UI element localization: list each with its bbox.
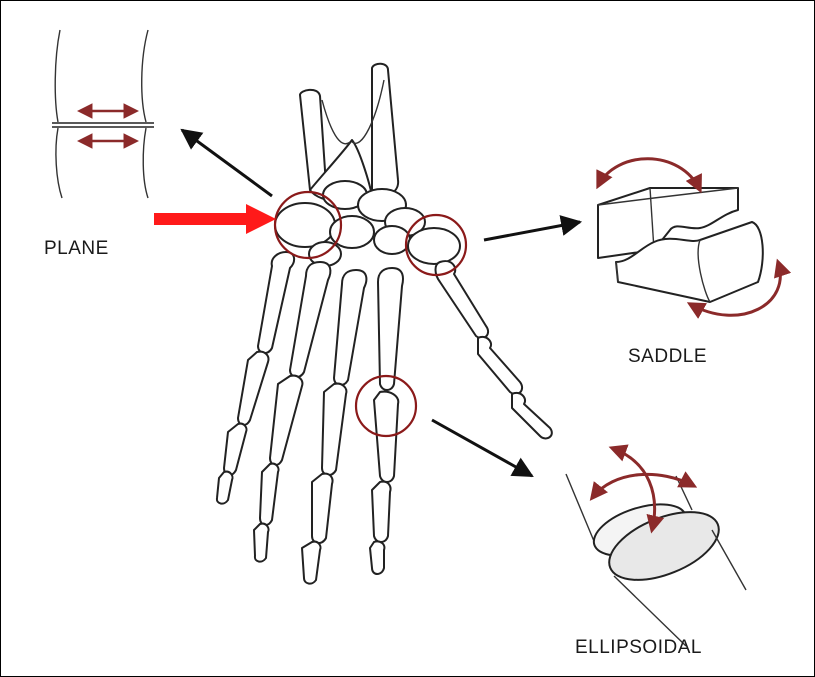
plane-joint-illustration bbox=[52, 30, 154, 198]
ellipsoidal-motion-arrow-arc bbox=[592, 474, 694, 498]
red-indicator-arrow bbox=[154, 204, 276, 234]
saddle-label: SADDLE bbox=[628, 346, 707, 368]
plane-pointer-arrow bbox=[182, 130, 272, 196]
saddle-motion-arrow-top bbox=[598, 159, 700, 190]
ellipsoidal-joint-illustration bbox=[566, 448, 746, 646]
saddle-pointer-arrow bbox=[484, 222, 580, 240]
ellipsoidal-pointer-arrow bbox=[432, 420, 532, 476]
hand-skeleton-illustration bbox=[217, 64, 552, 584]
ellipsoidal-label: ELLIPSOIDAL bbox=[575, 637, 702, 659]
plane-label: PLANE bbox=[44, 238, 109, 260]
saddle-joint-illustration bbox=[598, 159, 780, 316]
